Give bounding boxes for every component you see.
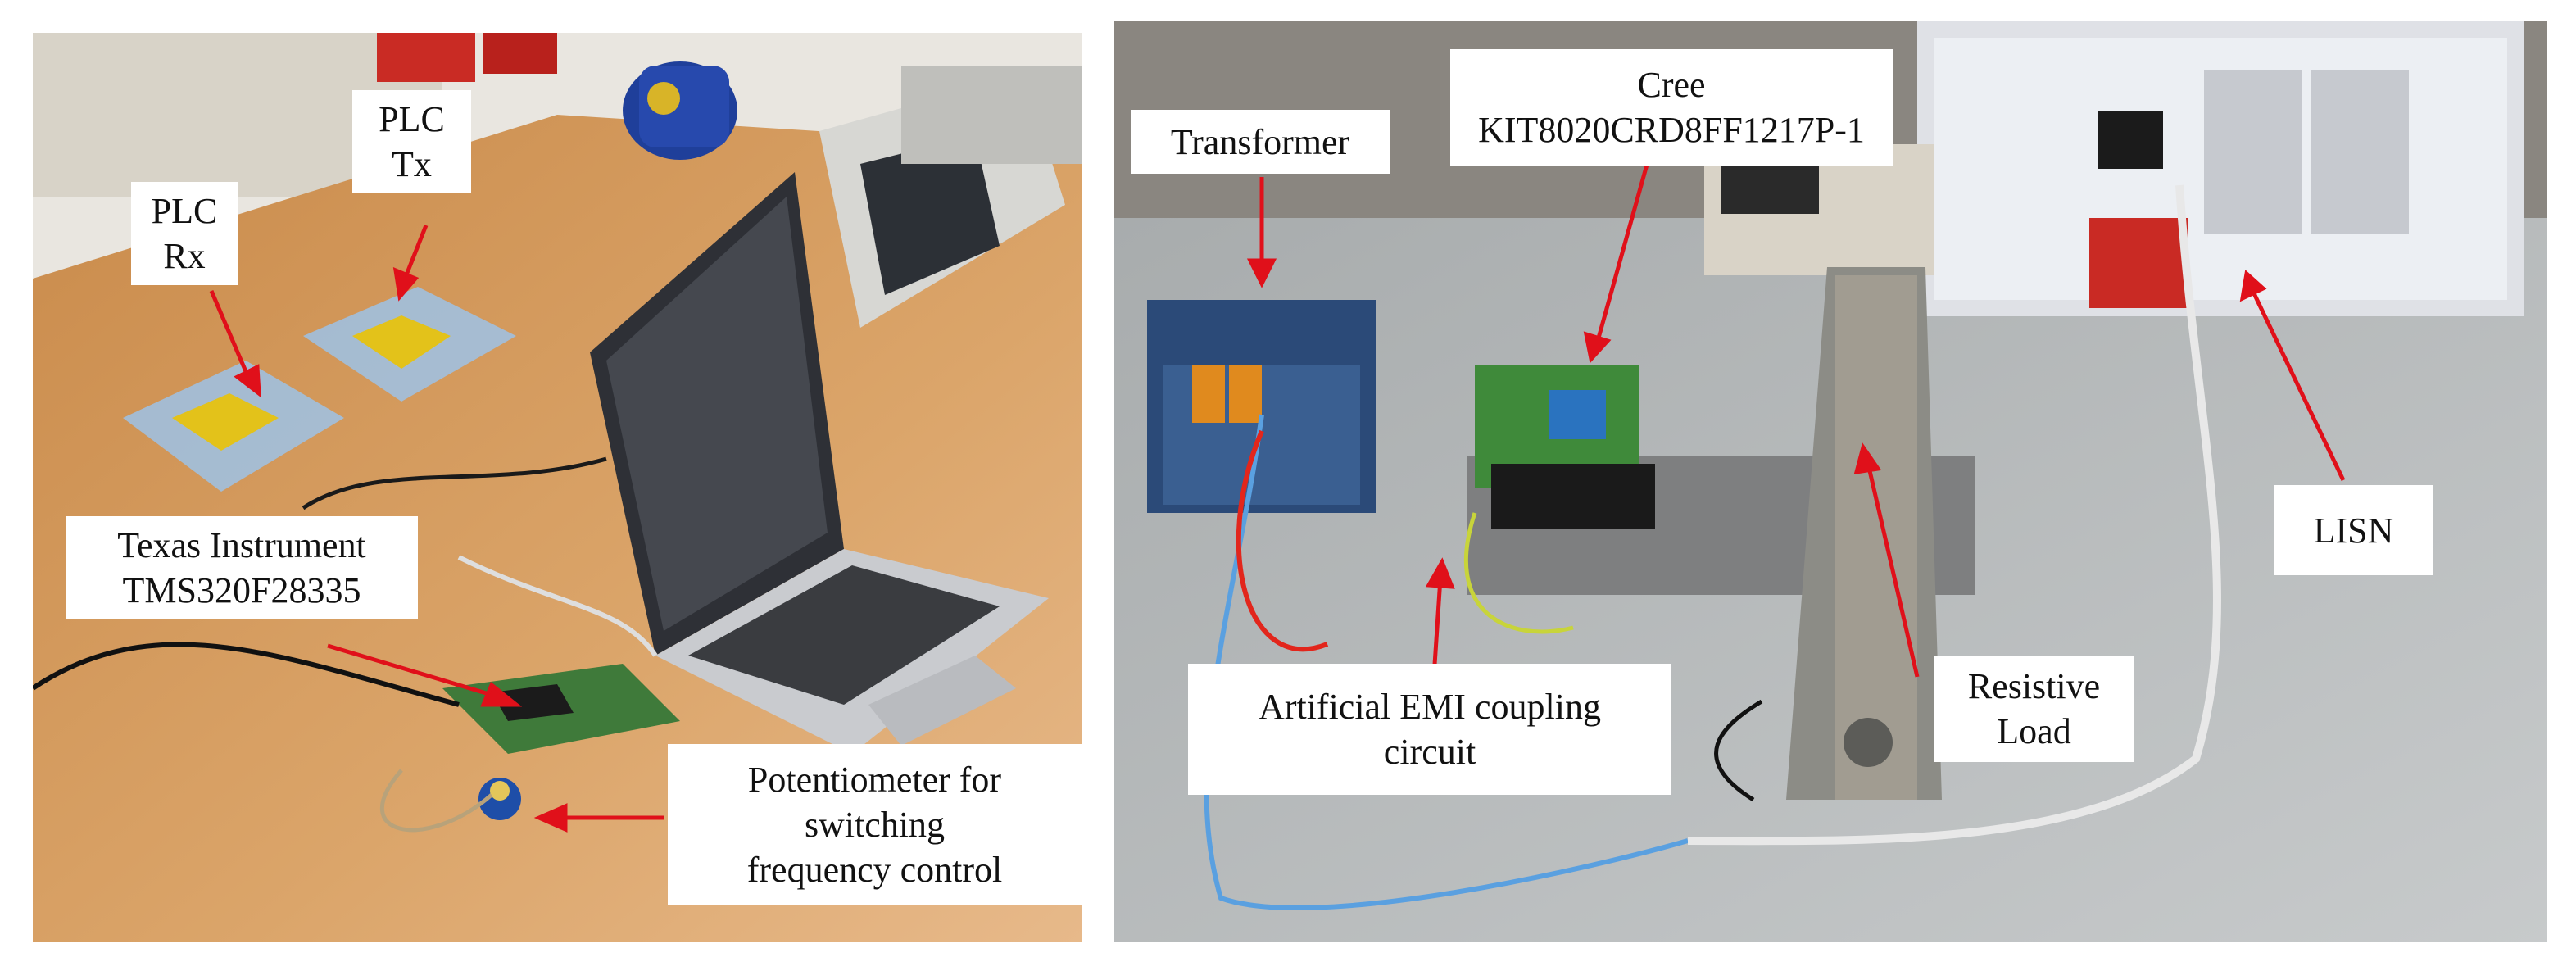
plc-rx-board <box>123 361 344 492</box>
left-setup-photo <box>33 33 1082 942</box>
oscilloscope <box>819 66 1082 328</box>
right-arrows <box>1246 164 2346 678</box>
laptop <box>590 172 1049 754</box>
motor <box>623 61 737 160</box>
transformer <box>1147 300 1376 513</box>
plc-tx-board <box>303 287 516 402</box>
label-transformer: Transformer <box>1131 110 1390 174</box>
dsp-board <box>442 664 680 754</box>
power-supply <box>1704 144 1934 275</box>
lisn-instrument <box>1917 21 2524 316</box>
label-lisn: LISN <box>2274 485 2433 575</box>
resistive-load <box>1786 267 1942 800</box>
left-arrows <box>209 225 664 833</box>
potentiometer <box>478 778 521 820</box>
